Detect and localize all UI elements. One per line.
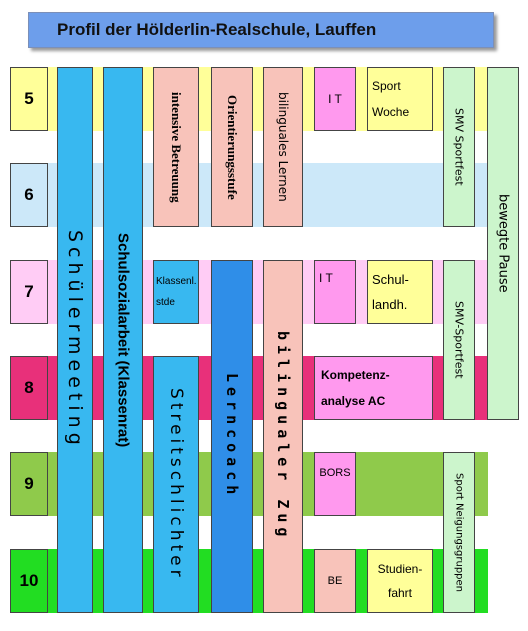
grade-label-7: 7 bbox=[10, 260, 48, 324]
sport-woche-line1: Sport bbox=[372, 79, 401, 93]
it-grade7-box: I T bbox=[314, 260, 356, 324]
smv-sportfest-box-7: SMV-Sportfest bbox=[443, 260, 475, 420]
schullandheim-line1: Schul- bbox=[372, 272, 409, 287]
studienfahrt-line2: fahrt bbox=[387, 586, 412, 600]
bors-box: BORS bbox=[314, 452, 356, 516]
sport-woche-box: Sport Woche bbox=[367, 67, 433, 131]
grade-label-10: 10 bbox=[10, 549, 48, 613]
klassenl-line1: Klassenl. bbox=[156, 276, 197, 287]
lerncoach-label: Lerncoach bbox=[223, 373, 241, 500]
schullandheim-line2: landh. bbox=[372, 297, 408, 312]
streitschlichter-column: Streitschlichter bbox=[153, 356, 199, 613]
lerncoach-column: Lerncoach bbox=[211, 260, 253, 613]
bilingualer-zug-label: bilingualer Zug bbox=[274, 331, 292, 542]
klassenlehrerstunde-box: Klassenl. stde bbox=[153, 260, 199, 324]
klassenl-line2: stde bbox=[156, 297, 175, 308]
grade-label-5: 5 bbox=[10, 67, 48, 131]
be-box: BE bbox=[314, 549, 356, 613]
orientierungsstufe-box: Orientierungsstufe bbox=[211, 67, 253, 227]
schulsozialarbeit-label: Schulsozialarbeit (Klassenrat) bbox=[114, 232, 132, 448]
smv-sportfest-box-5: SMV Sportfest bbox=[443, 67, 475, 227]
studienfahrt-box: Studien- fahrt bbox=[367, 549, 433, 613]
schulsozialarbeit-column: Schulsozialarbeit (Klassenrat) bbox=[103, 67, 143, 613]
be-label: BE bbox=[327, 575, 343, 587]
sport-woche-line2: Woche bbox=[372, 105, 410, 119]
bewegte-pause-label: bewegte Pause bbox=[495, 194, 511, 293]
kompetenzanalyse-line1: Kompetenz- bbox=[321, 368, 390, 382]
grade-label-6: 6 bbox=[10, 163, 48, 227]
it-grade7-label: I T bbox=[319, 271, 333, 285]
intensive-betreuung-label: intensive Betreuung bbox=[169, 91, 184, 203]
schuelermeeting-column: Schülermeeting bbox=[57, 67, 93, 613]
smv-sportfest-label-5: SMV Sportfest bbox=[452, 108, 466, 186]
bilingualer-zug-column: bilingualer Zug bbox=[263, 260, 303, 613]
schuelermeeting-label: Schülermeeting bbox=[64, 230, 86, 450]
intensive-betreuung-box: intensive Betreuung bbox=[153, 67, 199, 227]
sport-neigungsgruppen-label: Sport Neigungsgruppen bbox=[453, 473, 465, 592]
grade-label-9: 9 bbox=[10, 452, 48, 516]
streitschlichter-label: Streitschlichter bbox=[166, 388, 186, 581]
orientierungsstufe-label: Orientierungsstufe bbox=[225, 94, 240, 200]
kompetenzanalyse-line2: analyse AC bbox=[321, 394, 386, 408]
grade-label-8: 8 bbox=[10, 356, 48, 420]
schullandheim-box: Schul- landh. bbox=[367, 260, 433, 324]
bilinguales-lernen-box: bilinguales Lernen bbox=[263, 67, 303, 227]
sport-neigungsgruppen-box: Sport Neigungsgruppen bbox=[443, 452, 475, 613]
bewegte-pause-column: bewegte Pause bbox=[487, 67, 519, 420]
it-grade5-box: I T bbox=[314, 67, 356, 131]
smv-sportfest-label-7: SMV-Sportfest bbox=[452, 301, 466, 379]
studienfahrt-line1: Studien- bbox=[377, 562, 423, 576]
bilinguales-lernen-label: bilinguales Lernen bbox=[276, 92, 290, 202]
bors-label: BORS bbox=[319, 467, 351, 479]
page-title: Profil der Hölderlin-Realschule, Lauffen bbox=[28, 12, 494, 48]
it-grade5-label: I T bbox=[328, 92, 342, 106]
kompetenzanalyse-box: Kompetenz- analyse AC bbox=[314, 356, 433, 420]
